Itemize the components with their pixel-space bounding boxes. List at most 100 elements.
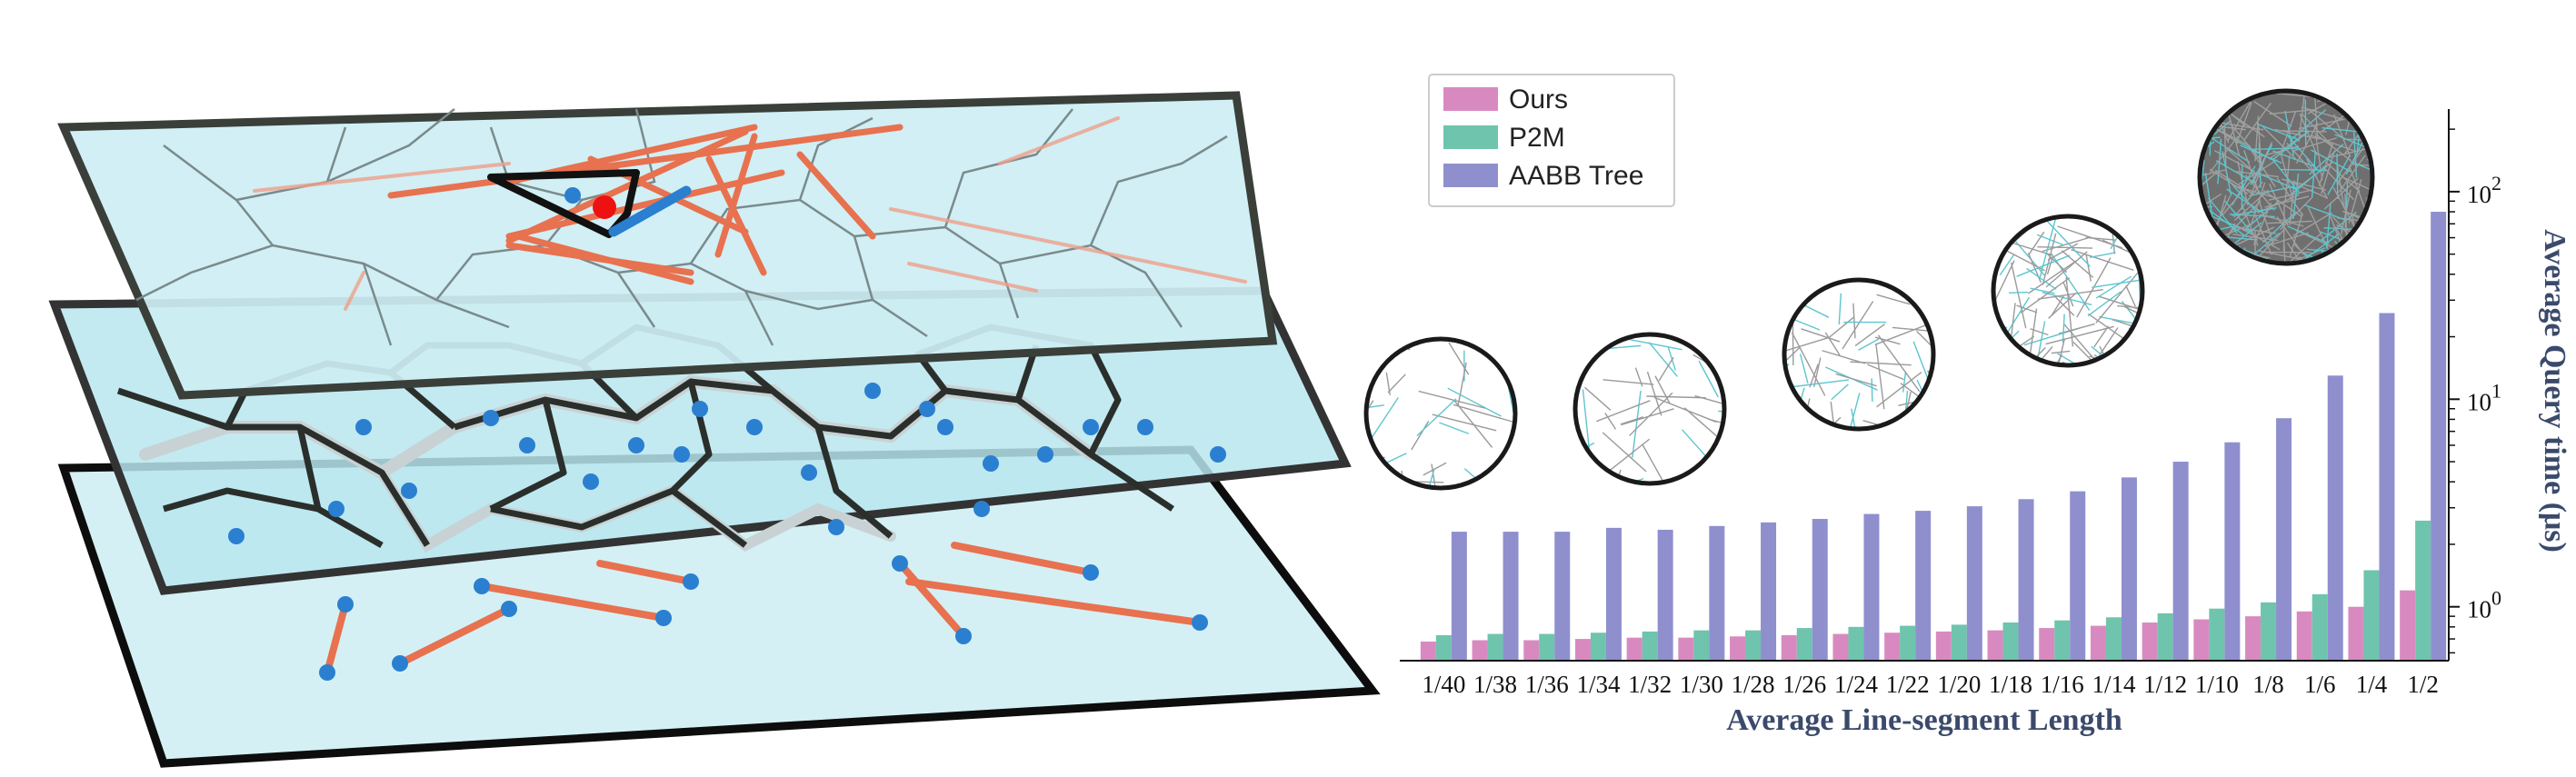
bottom-points bbox=[319, 555, 1208, 681]
x-tick-label: 1/12 bbox=[2143, 671, 2187, 698]
x-tick-label: 1/18 bbox=[1989, 671, 2032, 698]
x-tick-label: 1/14 bbox=[2092, 671, 2136, 698]
query-point-icon bbox=[593, 195, 616, 219]
bar-ours-12 bbox=[2039, 628, 2055, 661]
bar-aabb-tree-17 bbox=[2327, 375, 2343, 661]
bottom-line-segments bbox=[324, 542, 1203, 676]
bar-p2m-13 bbox=[2105, 617, 2122, 661]
bar-p2m-19 bbox=[2415, 520, 2431, 661]
y-tick-label: 102 bbox=[2467, 172, 2501, 208]
bar-ours-16 bbox=[2245, 616, 2261, 661]
thumbnail-2 bbox=[1782, 277, 1936, 432]
bar-ours-3 bbox=[1574, 639, 1591, 661]
bars bbox=[1420, 212, 2447, 661]
x-tick-label: 1/6 bbox=[2304, 671, 2336, 698]
bar-ours-1 bbox=[1472, 640, 1488, 661]
bar-p2m-14 bbox=[2157, 613, 2173, 661]
bar-ours-7 bbox=[1781, 634, 1797, 661]
middle-points bbox=[228, 383, 1226, 544]
legend-swatch-ours bbox=[1443, 87, 1498, 111]
bar-p2m-8 bbox=[1848, 626, 1864, 661]
bar-p2m-11 bbox=[2002, 622, 2019, 661]
x-tick-label: 1/32 bbox=[1628, 671, 1672, 698]
bar-aabb-tree-6 bbox=[1761, 522, 1777, 661]
bar-aabb-tree-12 bbox=[2070, 491, 2086, 661]
x-tick-label: 1/38 bbox=[1473, 671, 1517, 698]
bar-aabb-tree-13 bbox=[2121, 477, 2137, 661]
bar-p2m-7 bbox=[1796, 628, 1812, 661]
bar-ours-17 bbox=[2296, 611, 2312, 661]
bar-ours-0 bbox=[1420, 641, 1436, 661]
bar-aabb-tree-11 bbox=[2018, 499, 2034, 661]
x-tick-label: 1/22 bbox=[1886, 671, 1930, 698]
bar-aabb-tree-8 bbox=[1863, 513, 1880, 661]
y-tick-label: 100 bbox=[2467, 587, 2501, 623]
top-background-segments bbox=[253, 116, 1247, 311]
x-tick-label: 1/28 bbox=[1732, 671, 1775, 698]
bar-p2m-2 bbox=[1539, 633, 1555, 661]
legend: Ours P2M AABB Tree bbox=[1428, 74, 1675, 207]
x-tick-label: 1/24 bbox=[1834, 671, 1879, 698]
bar-ours-13 bbox=[2090, 625, 2106, 661]
y-axis-title: Average Query time (μs) bbox=[2538, 229, 2571, 553]
bar-p2m-17 bbox=[2311, 593, 2328, 661]
bar-aabb-tree-2 bbox=[1554, 532, 1571, 661]
bar-ours-8 bbox=[1832, 633, 1849, 661]
thumbnail-1 bbox=[1573, 332, 1727, 486]
x-axis-title: Average Line-segment Length bbox=[1726, 703, 2122, 737]
x-tick-label: 1/26 bbox=[1782, 671, 1826, 698]
density-thumbnails bbox=[1363, 88, 2375, 491]
bar-aabb-tree-10 bbox=[1966, 506, 1982, 661]
x-tick-label: 1/16 bbox=[2041, 671, 2084, 698]
bar-aabb-tree-4 bbox=[1657, 529, 1673, 661]
legend-swatch-p2m bbox=[1443, 125, 1498, 149]
x-tick-label: 1/36 bbox=[1525, 671, 1569, 698]
bar-aabb-tree-3 bbox=[1605, 527, 1622, 661]
bar-aabb-tree-1 bbox=[1503, 532, 1519, 661]
thumbnail-3 bbox=[1991, 214, 2145, 368]
bar-aabb-tree-9 bbox=[1915, 511, 1932, 661]
x-tick-label: 1/2 bbox=[2407, 671, 2439, 698]
bar-ours-14 bbox=[2142, 622, 2158, 661]
bar-aabb-tree-16 bbox=[2276, 418, 2292, 661]
legend-label-ours: Ours bbox=[1509, 85, 1568, 115]
legend-swatch-aabb bbox=[1443, 164, 1498, 187]
bar-aabb-tree-0 bbox=[1451, 532, 1467, 661]
bar-aabb-tree-19 bbox=[2431, 212, 2447, 661]
bar-aabb-tree-7 bbox=[1812, 519, 1828, 661]
bar-p2m-4 bbox=[1642, 631, 1658, 661]
x-tick-label: 1/20 bbox=[1937, 671, 1981, 698]
bar-ours-11 bbox=[1987, 630, 2003, 661]
x-tick-label: 1/30 bbox=[1680, 671, 1723, 698]
bar-p2m-1 bbox=[1487, 633, 1503, 661]
bar-ours-4 bbox=[1626, 637, 1642, 661]
bar-aabb-tree-5 bbox=[1709, 525, 1725, 661]
bar-ours-2 bbox=[1523, 640, 1540, 661]
bar-ours-18 bbox=[2348, 606, 2364, 661]
legend-label-aabb: AABB Tree bbox=[1509, 161, 1643, 191]
bar-ours-9 bbox=[1884, 633, 1901, 661]
bar-ours-19 bbox=[2400, 590, 2416, 661]
legend-label-p2m: P2M bbox=[1509, 123, 1565, 153]
thumbnail-0 bbox=[1363, 336, 1518, 491]
bar-p2m-15 bbox=[2209, 608, 2225, 661]
bar-p2m-16 bbox=[2261, 602, 2277, 661]
x-tick-label: 1/8 bbox=[2252, 671, 2284, 698]
thumbnail-4 bbox=[2197, 88, 2375, 266]
x-tick-label: 1/10 bbox=[2195, 671, 2239, 698]
bar-p2m-0 bbox=[1435, 634, 1452, 661]
bar-p2m-3 bbox=[1590, 633, 1606, 661]
layered-planes-illustration bbox=[48, 91, 1381, 768]
x-tick-label: 1/34 bbox=[1576, 671, 1621, 698]
bar-aabb-tree-15 bbox=[2224, 442, 2241, 661]
bar-p2m-10 bbox=[1951, 624, 1967, 661]
bar-p2m-6 bbox=[1745, 630, 1762, 661]
bar-p2m-12 bbox=[2054, 620, 2071, 661]
bar-p2m-5 bbox=[1693, 630, 1710, 661]
bar-ours-10 bbox=[1935, 631, 1952, 661]
query-cell bbox=[487, 169, 692, 238]
bar-aabb-tree-14 bbox=[2172, 462, 2189, 661]
